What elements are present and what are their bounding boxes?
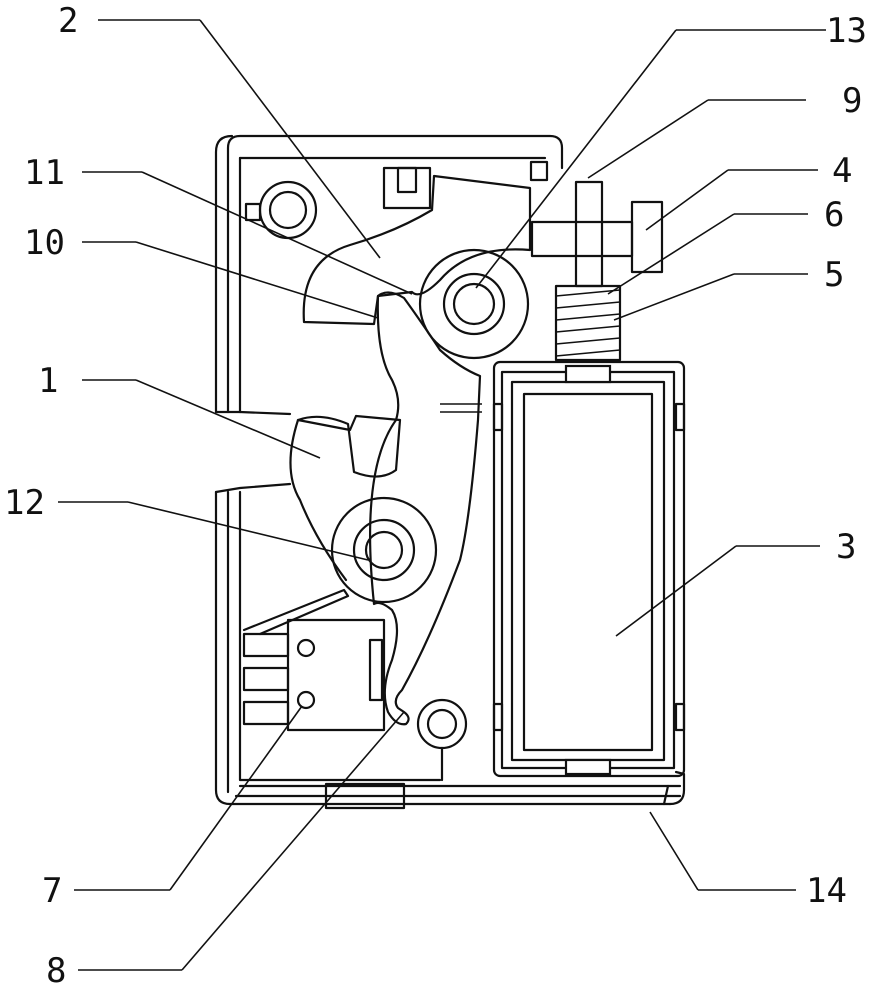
callout-labels: 2 11 10 1 12 7 8 13 9 4 6 5 3 14 [4,1,867,991]
callout-2: 2 [58,1,78,41]
screw-8 [416,698,468,782]
bearing-13 [418,248,530,360]
callout-1: 1 [38,361,58,401]
micro-switch-7 [242,588,386,732]
callout-10: 10 [24,223,65,263]
callout-9: 9 [842,81,862,121]
callout-13: 13 [826,11,867,51]
callout-12: 12 [4,483,45,523]
callout-5: 5 [824,255,844,295]
callout-7: 7 [42,871,62,911]
callout-14: 14 [806,871,847,911]
callout-11: 11 [24,153,65,193]
part-2-plate [302,174,532,326]
part-1-hook [289,414,402,582]
latch-lever-10 [368,291,482,726]
callout-3: 3 [836,527,856,567]
housing [214,134,686,810]
leader-lines [58,19,826,971]
bearing-12 [330,496,438,604]
solenoid-3 [492,360,686,778]
knob-4 [630,200,664,274]
callout-4: 4 [832,151,852,191]
callout-8: 8 [46,951,66,991]
callout-6: 6 [824,195,844,235]
spring-5-6 [554,284,622,362]
